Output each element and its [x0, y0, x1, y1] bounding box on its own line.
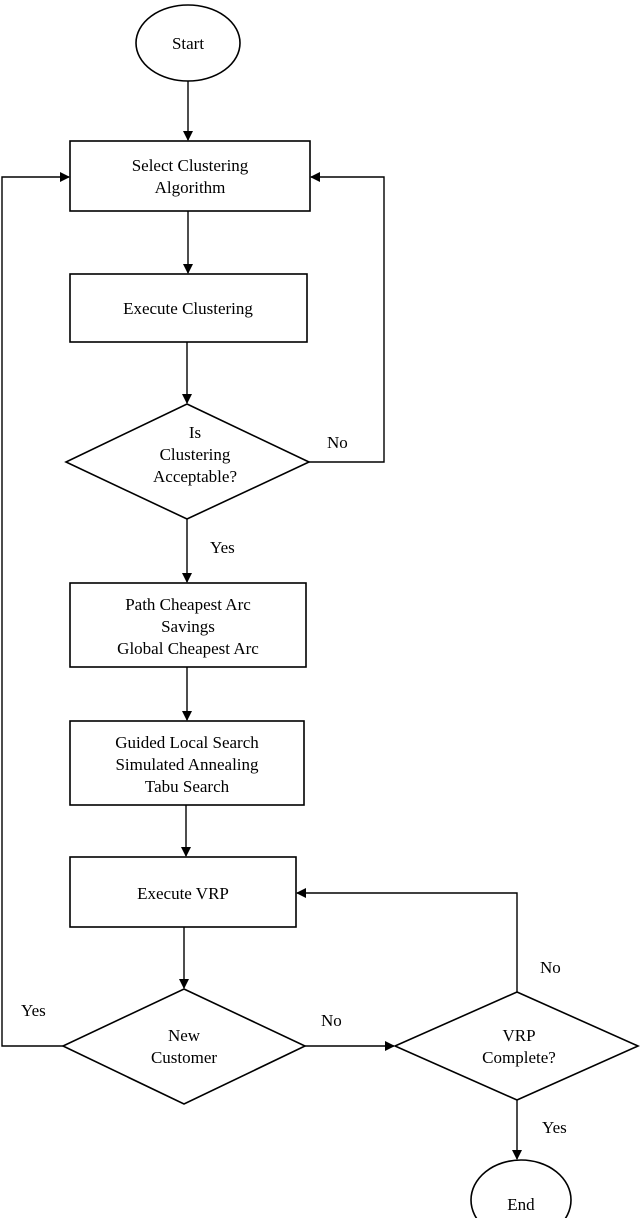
is-clustering-acceptable-node: Is Clustering Acceptable? — [64, 403, 311, 520]
new-customer-line-2: Customer — [151, 1048, 217, 1067]
construction-heuristics-line-2: Savings — [161, 617, 215, 636]
label-new-customer-yes: Yes — [21, 1001, 46, 1020]
end-node: End — [470, 1159, 572, 1218]
label-clustering-no: No — [327, 433, 348, 452]
metaheuristics-line-3: Tabu Search — [145, 777, 230, 796]
execute-vrp-node: Execute VRP — [69, 856, 297, 928]
construction-heuristics-line-3: Global Cheapest Arc — [117, 639, 259, 658]
select-clustering-node: Select Clustering Algorithm — [69, 140, 311, 212]
label-clustering-yes: Yes — [210, 538, 235, 557]
is-clustering-line-1: Is — [189, 423, 201, 442]
execute-clustering-node: Execute Clustering — [69, 273, 308, 343]
metaheuristics-line-2: Simulated Annealing — [115, 755, 259, 774]
construction-heuristics-line-1: Path Cheapest Arc — [125, 595, 251, 614]
vrp-complete-line-2: Complete? — [482, 1048, 556, 1067]
start-node: Start — [135, 4, 241, 82]
select-clustering-line-2: Algorithm — [155, 178, 226, 197]
label-vrp-complete-no: No — [540, 958, 561, 977]
vrp-complete-node: VRP Complete? — [393, 991, 640, 1101]
end-label: End — [507, 1195, 535, 1214]
vrp-complete-line-1: VRP — [502, 1026, 535, 1045]
start-label: Start — [172, 34, 204, 53]
metaheuristics-line-1: Guided Local Search — [115, 733, 259, 752]
select-clustering-line-1: Select Clustering — [132, 156, 249, 175]
is-clustering-line-2: Clustering — [160, 445, 231, 464]
metaheuristics-node: Guided Local Search Simulated Annealing … — [69, 720, 305, 806]
new-customer-line-1: New — [168, 1026, 201, 1045]
execute-clustering-label: Execute Clustering — [123, 299, 253, 318]
edge-new-customer-yes-loop — [1, 172, 70, 1047]
label-new-customer-no: No — [321, 1011, 342, 1030]
new-customer-node: New Customer — [61, 988, 307, 1105]
execute-vrp-label: Execute VRP — [137, 884, 229, 903]
construction-heuristics-node: Path Cheapest Arc Savings Global Cheapes… — [69, 582, 307, 668]
edge-clustering-no-loop — [309, 172, 385, 463]
label-vrp-complete-yes: Yes — [542, 1118, 567, 1137]
is-clustering-line-3: Acceptable? — [153, 467, 237, 486]
edge-vrp-complete-no-loop — [296, 888, 518, 992]
